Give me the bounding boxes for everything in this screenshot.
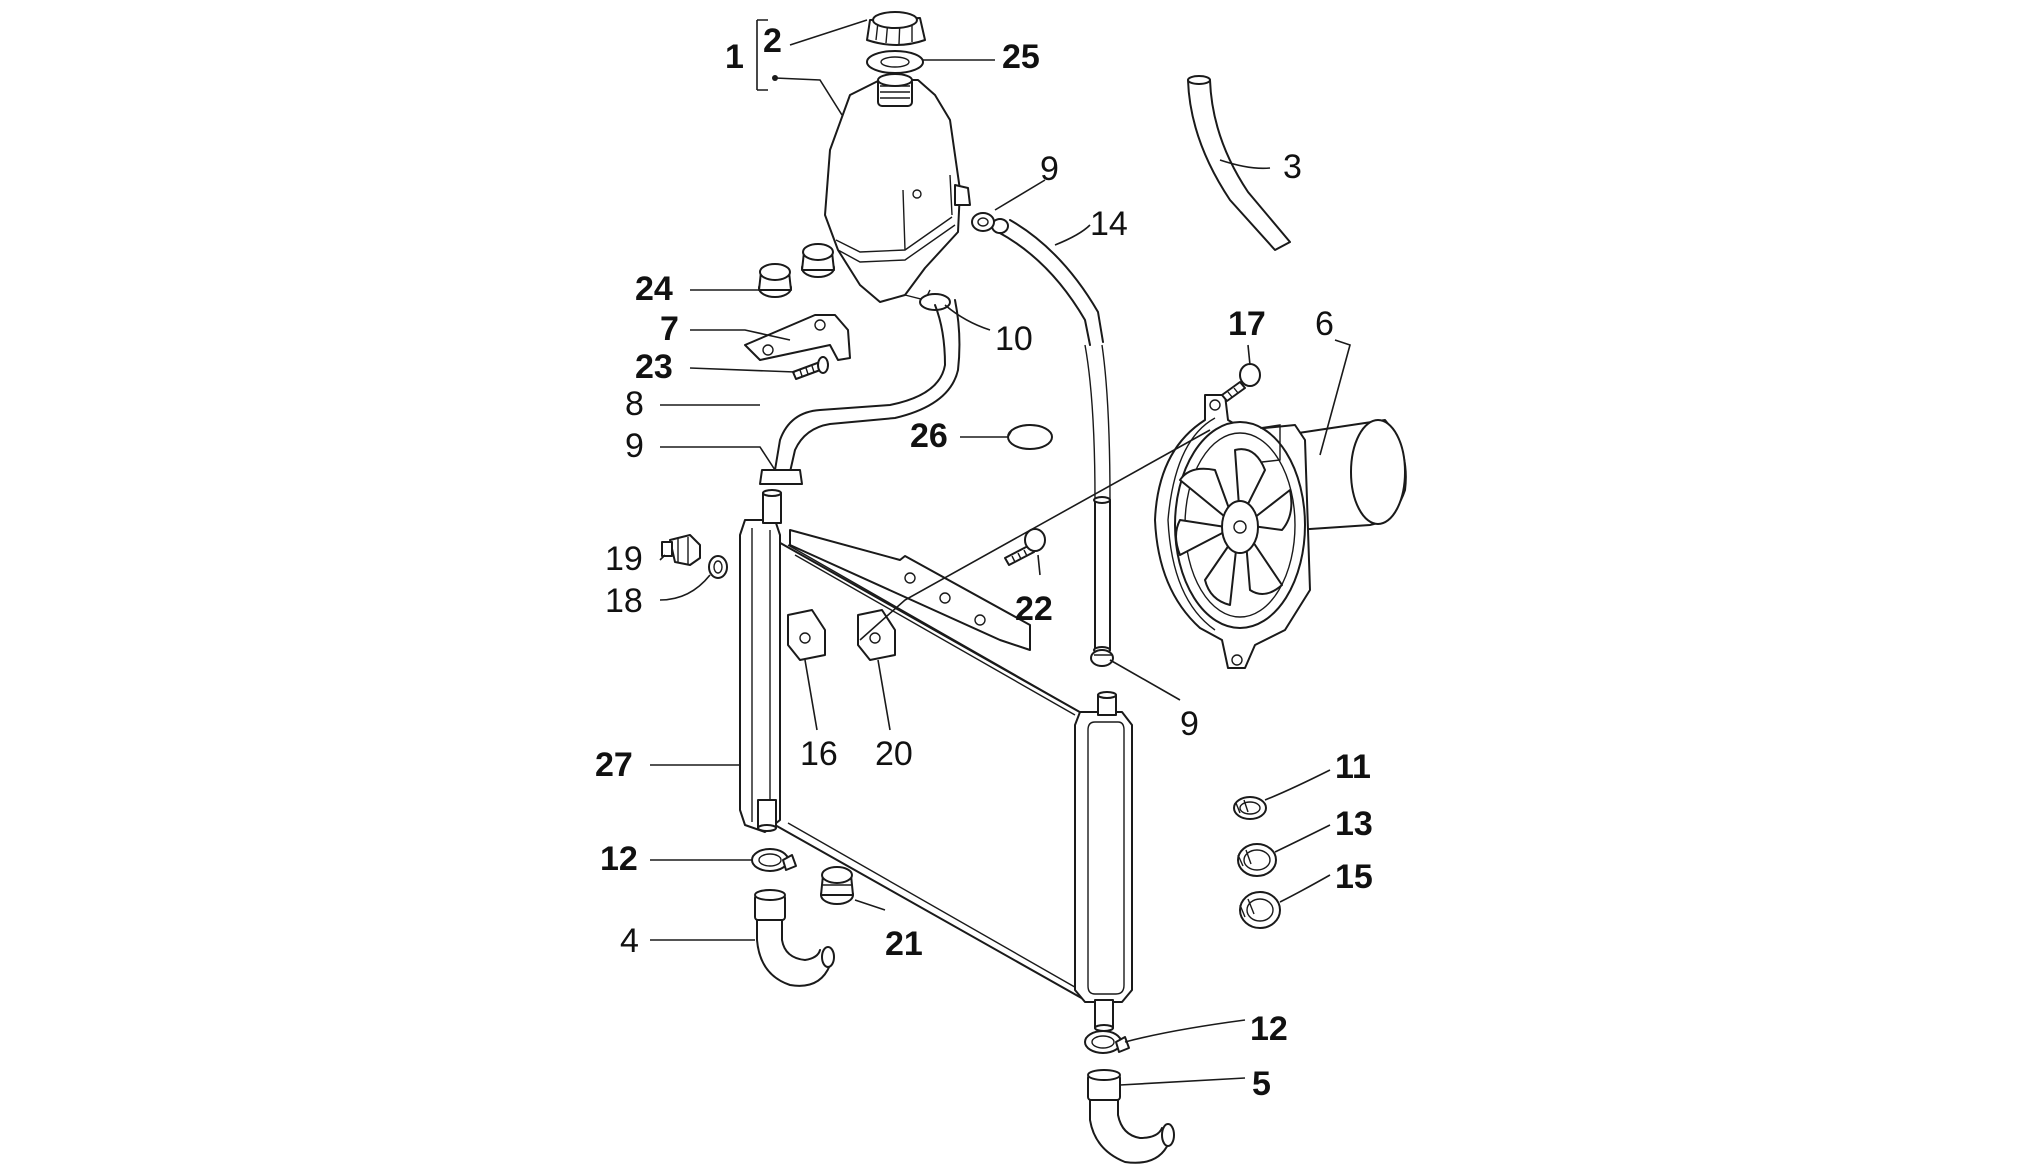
callout-12-left: 12 [600, 840, 638, 878]
callout-10: 10 [995, 320, 1033, 358]
callout-1: 1 [725, 38, 744, 76]
filler-cap [866, 11, 926, 46]
callout-18: 18 [605, 582, 643, 620]
callout-5: 5 [1252, 1065, 1271, 1103]
rubber-grommet [758, 243, 835, 298]
callout-9-left: 9 [625, 427, 644, 465]
hose-clip-9-right [1090, 649, 1114, 667]
callout-27: 27 [595, 746, 633, 784]
callout-14: 14 [1090, 205, 1128, 243]
hose-clamp-13 [1237, 843, 1277, 877]
tank-outlet-clamp [919, 293, 951, 311]
overflow-hose [1187, 79, 1291, 251]
lower-hose-right [1087, 1069, 1175, 1164]
hose-clip-9-top [971, 212, 995, 232]
radiator [739, 489, 1133, 1032]
callout-3: 3 [1283, 148, 1302, 186]
mounting-bracket [744, 314, 851, 361]
callout-labels: 1 2 25 3 9 14 24 10 7 23 8 9 26 17 6 19 … [595, 22, 1373, 1103]
callout-9-top: 9 [1040, 150, 1059, 188]
blanking-plug [1007, 424, 1053, 450]
expansion-tank [824, 73, 971, 303]
callout-26: 26 [910, 417, 948, 455]
fan-screw [1221, 363, 1261, 402]
callout-6: 6 [1315, 305, 1334, 343]
hose-clip-9-left [759, 469, 803, 485]
radiator-mount-left [787, 609, 826, 661]
callout-2: 2 [763, 22, 782, 60]
callout-25: 25 [1002, 38, 1040, 76]
callout-23: 23 [635, 348, 673, 386]
callout-7: 7 [660, 310, 679, 348]
callout-9-right: 9 [1180, 705, 1199, 743]
cap-seal-ring [866, 50, 924, 74]
cooling-fan [1154, 394, 1407, 669]
callout-22: 22 [1015, 590, 1053, 628]
hose-clamp-12-left [751, 848, 797, 872]
callout-24: 24 [635, 270, 673, 308]
callout-4: 4 [620, 922, 639, 960]
radiator-screw [1004, 528, 1046, 566]
leader-lines [650, 19, 1351, 1086]
radiator-mount-right [857, 609, 896, 661]
callout-19: 19 [605, 540, 643, 578]
callout-21: 21 [885, 925, 923, 963]
hose-clamp-12-right [1084, 1030, 1130, 1054]
hose-clamp-15 [1239, 891, 1281, 929]
callout-12-right: 12 [1250, 1010, 1288, 1048]
callout-16: 16 [800, 735, 838, 773]
switch-o-ring [708, 555, 728, 579]
radiator-rubber-mount [820, 866, 854, 905]
callout-11: 11 [1335, 748, 1371, 786]
thermal-switch [661, 534, 701, 566]
callout-20: 20 [875, 735, 913, 773]
callout-15: 15 [1335, 858, 1373, 896]
hose-clamp-11 [1233, 796, 1267, 820]
callout-17: 17 [1228, 305, 1266, 343]
callout-13: 13 [1335, 805, 1373, 843]
tank-feed-hose [774, 299, 961, 473]
bracket-screw [792, 356, 829, 380]
lower-hose-left [754, 889, 835, 987]
callout-8: 8 [625, 385, 644, 423]
